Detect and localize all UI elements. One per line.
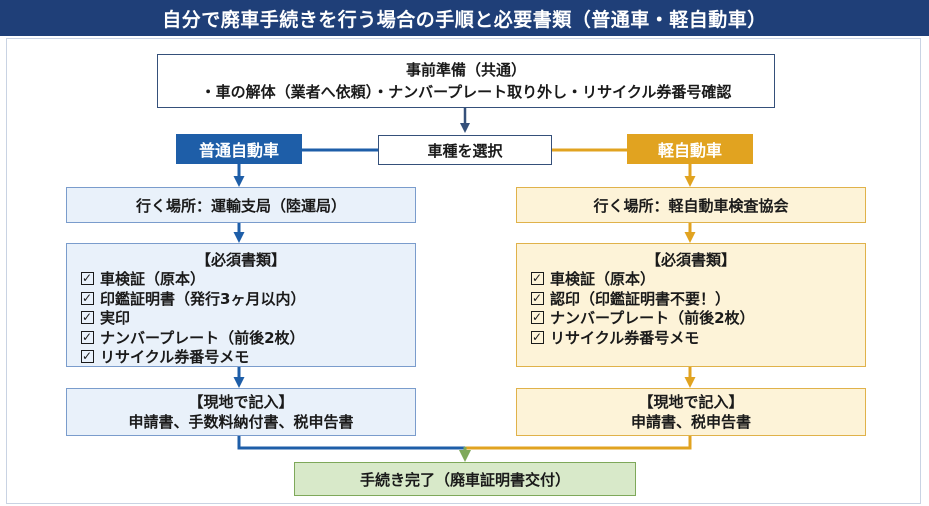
checkbox-check-icon: ✓ (82, 349, 93, 363)
kei-docs-list: 車検証（原本）✓ 認印（印鑑証明書不要！）✓ ナンバープレート（前後2枚）✓ リ… (517, 270, 865, 348)
futsuu-doc-item: 印鑑証明書（発行3ヶ月以内）✓ (81, 290, 415, 310)
futsuu-doc-item: リサイクル券番号メモ✓ (81, 348, 415, 368)
kei-fill-heading: 【現地で記入】 (638, 393, 744, 411)
futsuu-tag: 普通自動車 (176, 134, 302, 164)
kei-place-box: 行く場所：軽自動車検査協会 (516, 187, 866, 223)
futsuu-docs-heading: 【必須書類】 (195, 251, 286, 269)
line-kei-to-done (465, 436, 692, 450)
checkbox-check-icon: ✓ (82, 290, 93, 305)
checkbox-check-icon: ✓ (532, 310, 543, 324)
futsuu-doc-item: 車検証（原本）✓ (81, 270, 415, 290)
checkbox-check-icon: ✓ (532, 290, 543, 305)
kei-doc-item: リサイクル券番号メモ✓ (531, 329, 865, 349)
page-title: 自分で廃車手続きを行う場合の手順と必要書類（普通車・軽自動車） (0, 0, 929, 36)
choose-vehicle-box: 車種を選択 (378, 135, 552, 165)
kei-docs-heading: 【必須書類】 (645, 251, 736, 269)
kei-doc-item: 認印（印鑑証明書不要！）✓ (531, 290, 865, 310)
prep-heading: 事前準備（共通） (405, 61, 526, 79)
done-box: 手続き完了（廃車証明書交付） (294, 462, 636, 496)
futsuu-fill-items: 申請書、手数料納付書、税申告書 (128, 413, 354, 431)
prep-box: 事前準備（共通） ・車の解体（業者へ依頼）・ナンバープレート取り外し・リサイクル… (157, 54, 775, 108)
futsuu-fill-box: 【現地で記入】 申請書、手数料納付書、税申告書 (66, 388, 416, 436)
checkbox-check-icon: ✓ (82, 271, 93, 285)
futsuu-doc-item: ナンバープレート（前後2枚）✓ (81, 329, 415, 349)
kei-doc-item: 車検証（原本）✓ (531, 270, 865, 290)
futsuu-fill-heading: 【現地で記入】 (188, 393, 294, 411)
checkbox-check-icon: ✓ (532, 329, 543, 344)
futsuu-docs-box: 【必須書類】 車検証（原本）✓ 印鑑証明書（発行3ヶ月以内）✓ 実印✓ ナンバー… (66, 243, 416, 367)
kei-fill-items: 申請書、税申告書 (630, 413, 751, 431)
checkbox-check-icon: ✓ (82, 310, 93, 324)
futsuu-place-box: 行く場所：運輸支局（陸運局） (66, 187, 416, 223)
futsuu-docs-list: 車検証（原本）✓ 印鑑証明書（発行3ヶ月以内）✓ 実印✓ ナンバープレート（前後… (67, 270, 415, 368)
kei-tag: 軽自動車 (627, 134, 753, 164)
line-futsuu-to-done (237, 436, 465, 450)
checkbox-check-icon: ✓ (532, 271, 543, 285)
checkbox-check-icon: ✓ (82, 329, 93, 344)
kei-docs-box: 【必須書類】 車検証（原本）✓ 認印（印鑑証明書不要！）✓ ナンバープレート（前… (516, 243, 866, 367)
kei-doc-item: ナンバープレート（前後2枚）✓ (531, 309, 865, 329)
futsuu-doc-item: 実印✓ (81, 309, 415, 329)
prep-items: ・車の解体（業者へ依頼）・ナンバープレート取り外し・リサイクル券番号確認 (200, 83, 732, 101)
kei-fill-box: 【現地で記入】 申請書、税申告書 (516, 388, 866, 436)
